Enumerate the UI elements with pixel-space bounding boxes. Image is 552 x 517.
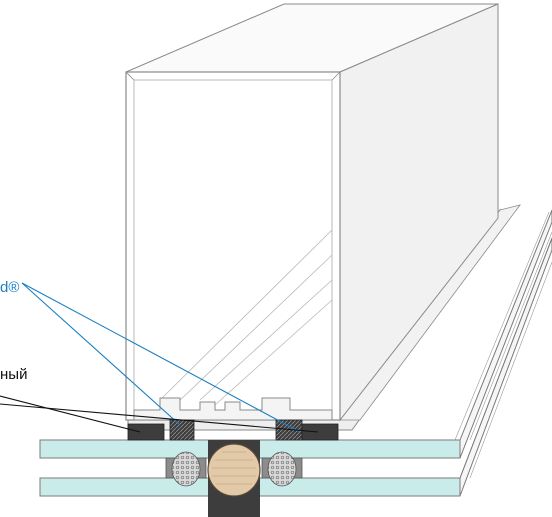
adhesive-label: ный <box>0 366 28 383</box>
spacer-left <box>165 451 207 487</box>
center-joint <box>207 440 261 517</box>
frame-bottom-profile <box>133 397 333 421</box>
seal-label: d® <box>0 279 20 296</box>
seal-leader-lines <box>21 282 301 433</box>
box-frame <box>125 3 499 422</box>
adhesive-leader-lines <box>0 395 319 433</box>
spacer-right <box>261 451 303 487</box>
frame-inner-wall <box>133 79 333 411</box>
seal-right <box>275 419 339 441</box>
backer-rod <box>207 443 261 497</box>
seal-left <box>127 419 195 441</box>
